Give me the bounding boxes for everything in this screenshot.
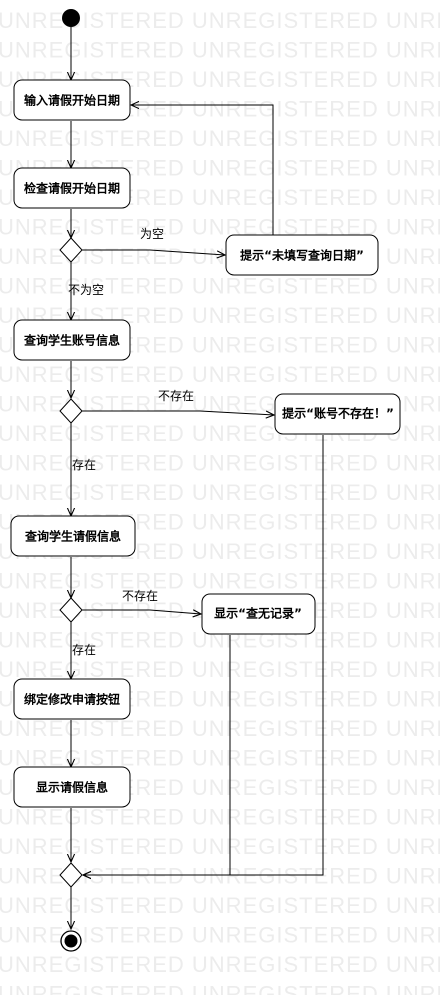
watermark-text: UNREGISTERED UNREGISTERED UNREGISTERED bbox=[0, 480, 440, 505]
initial-node bbox=[62, 9, 80, 27]
watermark-text: UNREGISTERED UNREGISTERED UNREGISTERED bbox=[0, 893, 440, 918]
node-query-leave-label: 查询学生请假信息 bbox=[24, 529, 121, 544]
node-query-leave bbox=[10, 515, 136, 557]
edge-no-account-merge bbox=[83, 435, 324, 875]
node-prompt-no-date-label: 提示“未填写查询日期” bbox=[240, 248, 364, 263]
watermark-text: UNREGISTERED UNREGISTERED UNREGISTERED bbox=[0, 952, 440, 977]
final-node-core bbox=[64, 934, 78, 948]
watermark-text: UNREGISTERED UNREGISTERED UNREGISTERED bbox=[0, 451, 440, 476]
watermark-layer: UNREGISTERED UNREGISTERED UNREGISTERED UN… bbox=[0, 8, 440, 995]
edge-exist-1-label: 存在 bbox=[72, 458, 96, 472]
node-show-leave-label: 显示请假信息 bbox=[36, 780, 108, 795]
edge-back-to-input bbox=[131, 105, 274, 235]
node-check-date bbox=[13, 167, 131, 209]
edge-not-exist-1-label: 不存在 bbox=[158, 389, 194, 403]
watermark-text: UNREGISTERED UNREGISTERED UNREGISTERED bbox=[0, 569, 440, 594]
node-show-no-record bbox=[201, 593, 316, 635]
edge-not-exist-2 bbox=[82, 610, 201, 614]
node-show-no-record-label: 显示“查无记录” bbox=[214, 606, 302, 621]
watermark-text: UNREGISTERED UNREGISTERED UNREGISTERED bbox=[0, 38, 440, 63]
edge-not-exist-1 bbox=[82, 411, 274, 415]
watermark-text: UNREGISTERED UNREGISTERED UNREGISTERED bbox=[0, 274, 440, 299]
node-bind-button bbox=[13, 678, 131, 720]
watermark-text: UNREGISTERED UNREGISTERED UNREGISTERED bbox=[0, 716, 440, 741]
edge-not-empty-label: 不为空 bbox=[68, 283, 104, 297]
node-check-date-label: 检查请假开始日期 bbox=[24, 181, 120, 196]
node-prompt-no-account bbox=[274, 393, 401, 435]
node-prompt-no-date bbox=[225, 234, 379, 276]
node-input-date-label: 输入请假开始日期 bbox=[24, 93, 120, 108]
node-input-date bbox=[13, 79, 131, 121]
watermark-text: UNREGISTERED UNREGISTERED UNREGISTERED bbox=[0, 834, 440, 859]
watermark-text: UNREGISTERED UNREGISTERED UNREGISTERED bbox=[0, 982, 440, 995]
edge-not-exist-2-label: 不存在 bbox=[122, 589, 158, 603]
watermark-text: UNREGISTERED UNREGISTERED UNREGISTERED bbox=[0, 657, 440, 682]
node-show-leave bbox=[13, 766, 131, 808]
edge-empty-label: 为空 bbox=[140, 227, 164, 241]
node-query-account-label: 查询学生账号信息 bbox=[23, 333, 120, 348]
node-bind-button-label: 绑定修改申请按钮 bbox=[24, 692, 120, 707]
watermark-text: UNREGISTERED UNREGISTERED UNREGISTERED bbox=[0, 362, 440, 387]
node-prompt-no-account-label: 提示“账号不存在！” bbox=[282, 406, 394, 421]
edge-exist-2-label: 存在 bbox=[72, 643, 96, 657]
node-query-account bbox=[13, 319, 131, 361]
watermark-text: UNREGISTERED UNREGISTERED UNREGISTERED bbox=[0, 126, 440, 151]
watermark-text: UNREGISTERED UNREGISTERED UNREGISTERED bbox=[0, 805, 440, 830]
edge-empty bbox=[82, 249, 225, 255]
